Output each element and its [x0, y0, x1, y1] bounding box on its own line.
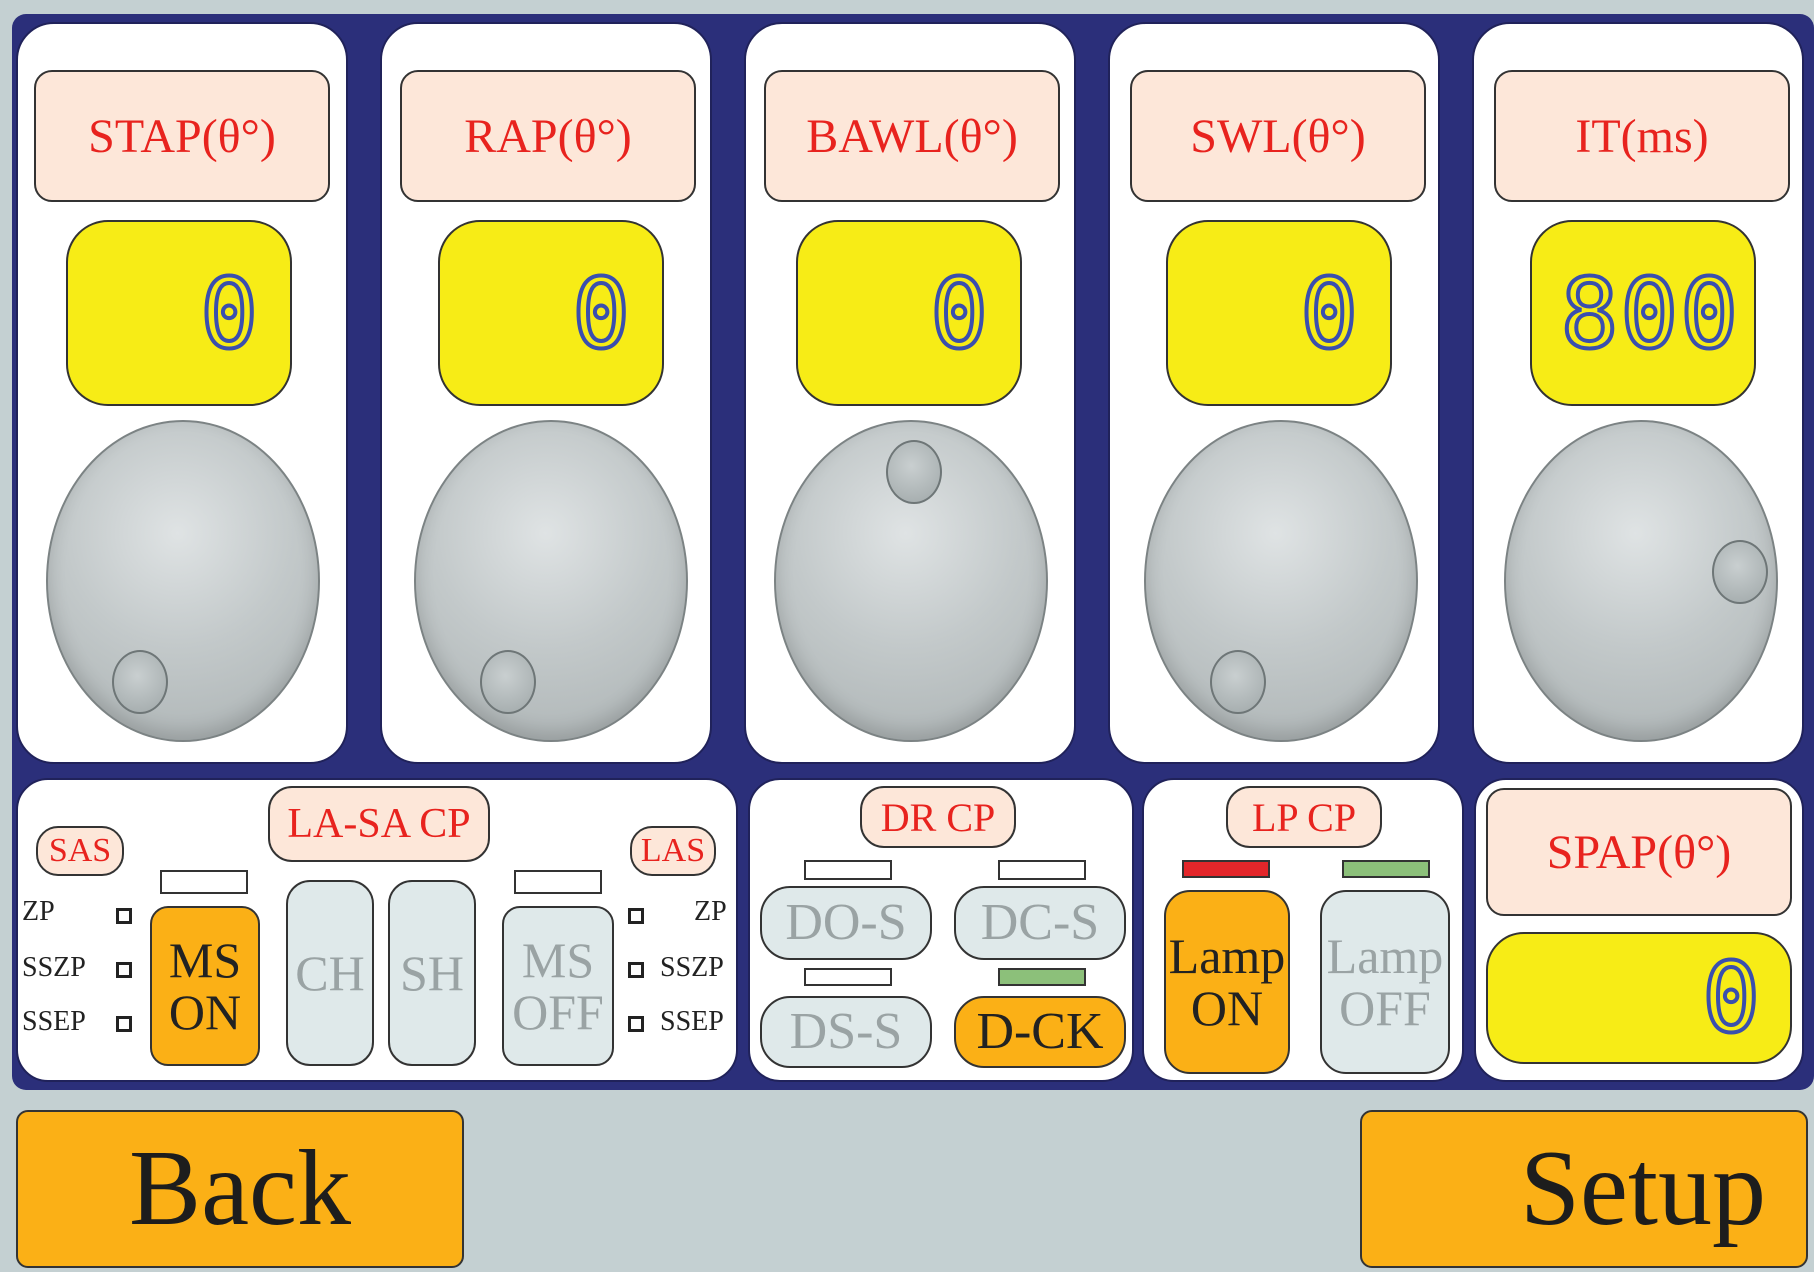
back-button[interactable]: Back [16, 1110, 464, 1268]
channel-label-rap: RAP(θ°) [400, 70, 696, 202]
ms-off-label-line2: OFF [512, 984, 604, 1040]
channel-value-rap: 0 [570, 258, 636, 370]
setup-button-label: Setup [1519, 1129, 1766, 1248]
knob-indicator [480, 650, 536, 714]
lamp-off-button[interactable]: Lamp OFF [1320, 890, 1450, 1074]
las-mode-label-zp: ZP [694, 896, 727, 927]
channel-value-stap: 0 [198, 258, 264, 370]
ch-button[interactable]: CH [286, 880, 374, 1066]
do-s-indicator [804, 860, 892, 880]
sas-checkbox-ssep[interactable] [116, 1016, 132, 1032]
lp-panel-title: LP CP [1226, 786, 1382, 848]
lasa-panel-title: LA-SA CP [268, 786, 490, 862]
sh-button[interactable]: SH [388, 880, 476, 1066]
spap-value: 0 [1700, 942, 1766, 1054]
channel-value-it: 800 [1559, 258, 1740, 370]
setup-button[interactable]: Setup [1360, 1110, 1808, 1268]
ds-s-indicator [804, 968, 892, 986]
las-checkbox-ssep[interactable] [628, 1016, 644, 1032]
ds-s-button[interactable]: DS-S [760, 996, 932, 1068]
ms-on-label-line2: ON [168, 984, 242, 1040]
lamp-off-label-line1: Lamp [1326, 927, 1444, 984]
sas-mode-label-sszp: SSZP [22, 952, 86, 983]
ms-off-button[interactable]: MS OFF [502, 906, 614, 1066]
ms-off-label-line1: MS [521, 931, 595, 988]
channel-display-swl: 0 [1166, 220, 1392, 406]
sas-mode-label-zp: ZP [22, 896, 55, 927]
lamp-off-indicator [1342, 860, 1430, 878]
d-ck-label: D-CK [976, 1002, 1104, 1060]
las-mode-label-sszp: SSZP [660, 952, 724, 983]
las-mode-label-ssep: SSEP [660, 1006, 724, 1037]
knob-indicator [886, 440, 942, 504]
channel-display-stap: 0 [66, 220, 292, 406]
channel-value-swl: 0 [1298, 258, 1364, 370]
knob-indicator [1712, 540, 1768, 604]
ms-on-label-line1: MS [168, 931, 242, 988]
lamp-on-button[interactable]: Lamp ON [1164, 890, 1290, 1074]
sas-tag: SAS [36, 826, 124, 876]
channel-display-bawl: 0 [796, 220, 1022, 406]
channel-label-it: IT(ms) [1494, 70, 1790, 202]
channel-display-it: 800 [1530, 220, 1756, 406]
channel-label-swl: SWL(θ°) [1130, 70, 1426, 202]
channel-knob-bawl[interactable] [774, 420, 1048, 742]
lamp-off-label-line2: OFF [1339, 980, 1431, 1036]
channel-label-stap: STAP(θ°) [34, 70, 330, 202]
sas-checkbox-zp[interactable] [116, 908, 132, 924]
d-ck-button[interactable]: D-CK [954, 996, 1126, 1068]
ms-on-indicator [160, 870, 248, 894]
ds-s-label: DS-S [789, 1002, 903, 1060]
sh-label: SH [400, 944, 464, 1001]
sas-checkbox-sszp[interactable] [116, 962, 132, 978]
las-checkbox-zp[interactable] [628, 908, 644, 924]
back-button-label: Back [129, 1129, 351, 1248]
lamp-on-indicator [1182, 860, 1270, 878]
dr-panel-title: DR CP [860, 786, 1016, 848]
ms-on-button[interactable]: MS ON [150, 906, 260, 1066]
channel-knob-rap[interactable] [414, 420, 688, 742]
channel-display-rap: 0 [438, 220, 664, 406]
do-s-button[interactable]: DO-S [760, 886, 932, 960]
lamp-on-label-line2: ON [1190, 980, 1264, 1036]
d-ck-indicator [998, 968, 1086, 986]
lamp-on-label-line1: Lamp [1168, 927, 1286, 984]
las-tag: LAS [630, 826, 716, 876]
do-s-label: DO-S [785, 893, 907, 951]
knob-indicator [1210, 650, 1266, 714]
channel-knob-it[interactable] [1504, 420, 1778, 742]
ms-off-indicator [514, 870, 602, 894]
knob-indicator [112, 650, 168, 714]
dc-s-label: DC-S [980, 893, 1100, 951]
sas-mode-label-ssep: SSEP [22, 1006, 86, 1037]
las-checkbox-sszp[interactable] [628, 962, 644, 978]
dc-s-indicator [998, 860, 1086, 880]
channel-knob-stap[interactable] [46, 420, 320, 742]
channel-label-bawl: BAWL(θ°) [764, 70, 1060, 202]
ch-label: CH [295, 944, 365, 1001]
spap-label: SPAP(θ°) [1486, 788, 1792, 916]
channel-knob-swl[interactable] [1144, 420, 1418, 742]
channel-value-bawl: 0 [928, 258, 994, 370]
spap-display: 0 [1486, 932, 1792, 1064]
dc-s-button[interactable]: DC-S [954, 886, 1126, 960]
